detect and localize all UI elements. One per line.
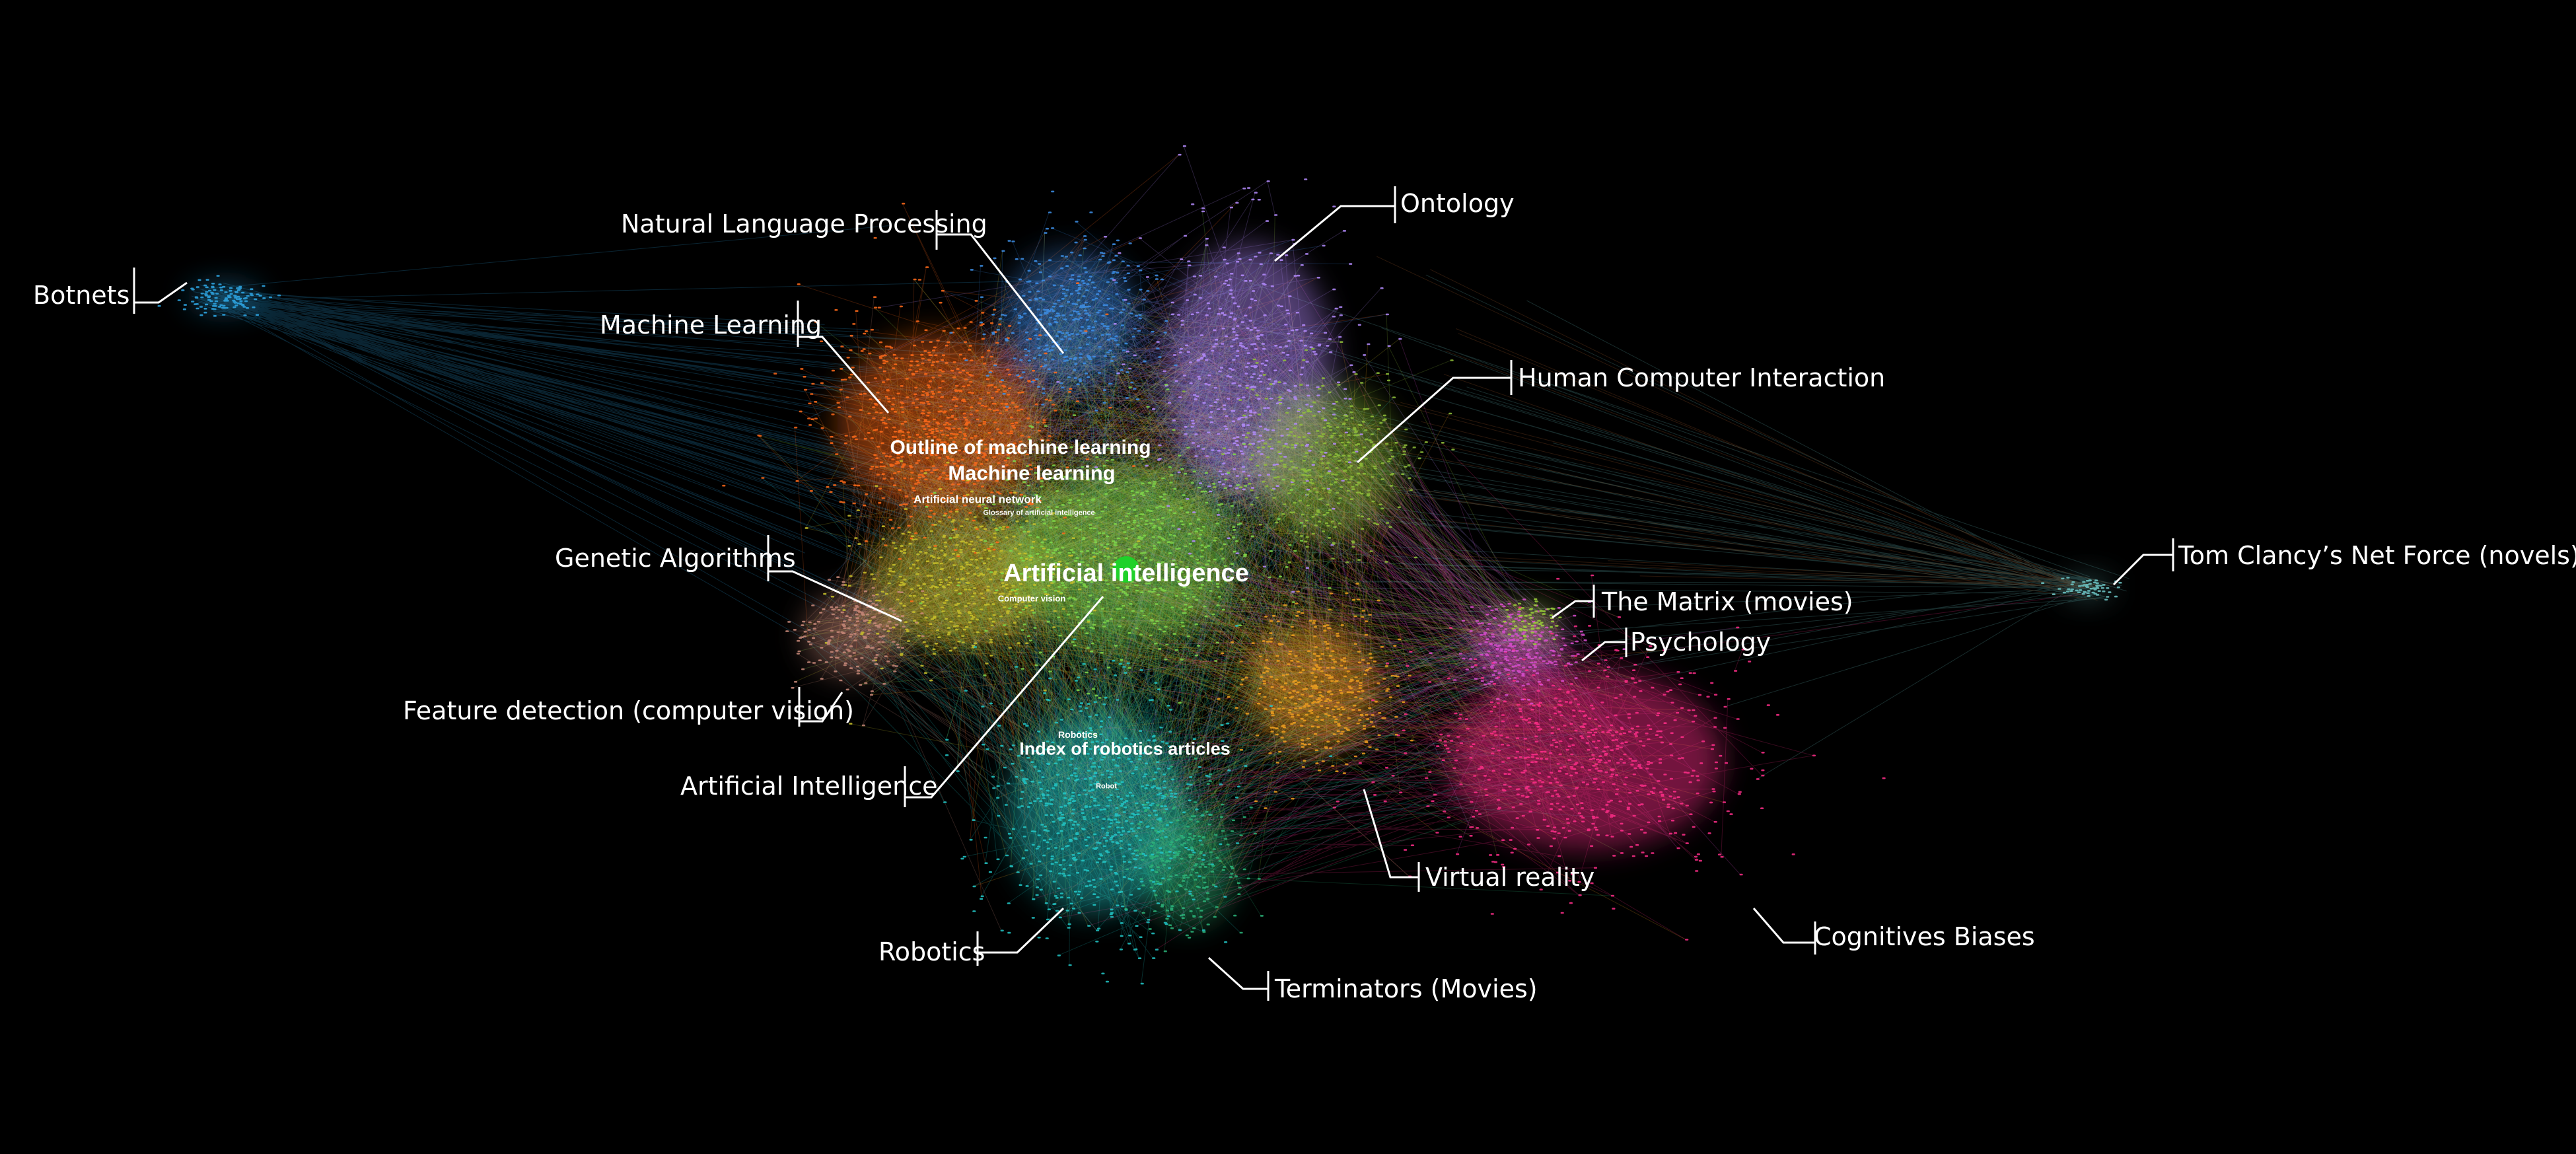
leader-vr bbox=[1363, 789, 1420, 892]
leader-feature bbox=[798, 687, 843, 727]
callout-vr: Virtual reality bbox=[1425, 863, 1595, 892]
node-dots bbox=[1217, 583, 1414, 809]
callout-feature: Feature detection (computer vision) bbox=[403, 696, 854, 725]
node-dots bbox=[1429, 598, 1626, 705]
node-dots bbox=[2041, 577, 2122, 601]
node-label-outline-ml: Outline of machine learning bbox=[890, 437, 1151, 458]
node-label-ann: Artificial neural network bbox=[913, 493, 1042, 506]
callout-terminators: Terminators (Movies) bbox=[1275, 974, 1538, 1003]
node-label-machine-learning: Machine learning bbox=[948, 461, 1116, 485]
node-dots bbox=[943, 625, 1333, 985]
leader-matrix bbox=[1552, 585, 1595, 619]
node-label-glossary: Glossary of artificial intelligence bbox=[983, 509, 1095, 517]
leader-nlp bbox=[935, 210, 1065, 354]
callout-robotics: Robotics bbox=[878, 937, 985, 966]
cloud-natural-language-processing bbox=[1005, 252, 1135, 382]
node-dots bbox=[919, 384, 1332, 736]
leader-ontology bbox=[1274, 186, 1396, 262]
callout-ontology: Ontology bbox=[1400, 189, 1515, 218]
callout-nlp: Natural Language Processing bbox=[621, 209, 987, 238]
edge-bundle bbox=[1206, 268, 2129, 779]
leader-tom-clancy bbox=[2112, 538, 2174, 586]
node-label-computer-vision: Computer vision bbox=[997, 593, 1066, 604]
callout-genetic: Genetic Algorithms bbox=[555, 544, 796, 573]
node-dots bbox=[1503, 598, 1562, 645]
node-dots bbox=[1332, 574, 1886, 941]
node-dots bbox=[157, 275, 281, 317]
node-dots bbox=[1056, 145, 1402, 593]
leader-hci bbox=[1357, 360, 1513, 464]
edge-bundle bbox=[1309, 256, 2115, 601]
node-dots bbox=[722, 202, 1136, 602]
leader-genetic bbox=[767, 535, 902, 622]
cloud-terminators bbox=[1141, 806, 1236, 925]
callout-cognitive: Cognitives Biases bbox=[1814, 922, 2035, 951]
graph-nodes bbox=[157, 145, 2122, 985]
leader-robotics bbox=[976, 907, 1065, 966]
callout-psychology: Psychology bbox=[1630, 628, 1771, 657]
leader-machine-learning bbox=[797, 301, 890, 414]
node-label-artificial-intelligence: Artificial intelligence bbox=[1003, 559, 1249, 587]
callout-machine-learning: Machine Learning bbox=[600, 310, 822, 340]
callout-tom-clancy: Tom Clancy’s Net Force (novels) bbox=[2178, 541, 2576, 570]
node-dots bbox=[805, 460, 1141, 725]
node-label-robot: Robot bbox=[1096, 782, 1117, 791]
callout-matrix: The Matrix (movies) bbox=[1602, 587, 1853, 616]
callout-leaders bbox=[133, 186, 2174, 1001]
node-label-index-robotics: Index of robotics articles bbox=[1019, 739, 1231, 759]
node-label-robotics: Robotics bbox=[1058, 729, 1098, 740]
node-dots bbox=[1124, 758, 1264, 953]
leader-psychology bbox=[1581, 628, 1628, 662]
node-dots bbox=[949, 190, 1178, 412]
leader-botnets bbox=[133, 268, 188, 314]
callout-hci: Human Computer Interaction bbox=[1518, 363, 1886, 392]
node-dots bbox=[1179, 341, 1455, 563]
leader-ai bbox=[904, 596, 1104, 807]
cloud-cognitive-biases bbox=[1449, 670, 1722, 849]
leader-cognitive bbox=[1752, 908, 1816, 955]
callout-ai: Artificial Intelligence bbox=[680, 772, 938, 801]
cloud-genetic-algorithms bbox=[869, 516, 1047, 647]
callout-botnets: Botnets bbox=[33, 281, 130, 310]
central-node bbox=[1113, 556, 1139, 583]
node-dots bbox=[785, 576, 925, 727]
cloud-artificial-intelligence bbox=[1010, 466, 1236, 644]
leader-terminators bbox=[1207, 956, 1270, 1001]
